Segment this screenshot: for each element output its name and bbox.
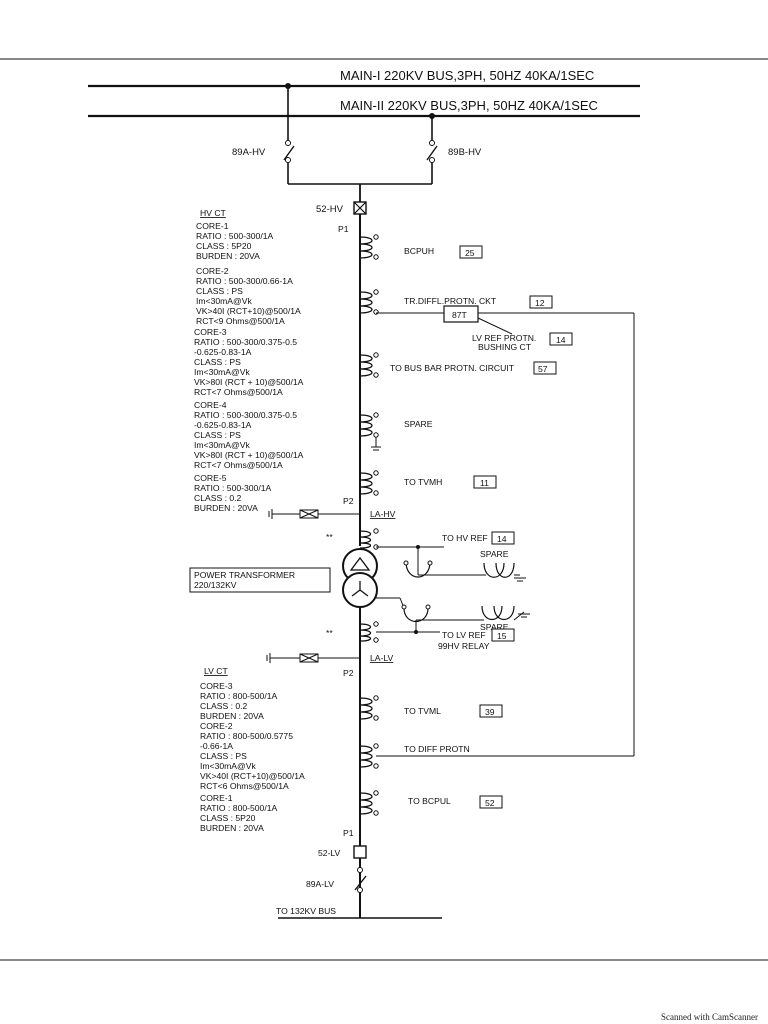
ct-core1-lv-coil — [359, 790, 379, 816]
relay-87t-box — [443, 305, 479, 323]
hv-core2-num: 12 — [535, 298, 545, 308]
lv-ref-node — [414, 630, 418, 634]
lv-ct-title: LV CT — [204, 666, 228, 676]
hv-core1-num: 25 — [465, 248, 475, 258]
la-lv-symbol — [266, 653, 360, 663]
lv-ref-spare-label: SPARE — [480, 622, 509, 632]
main2-bus-label: MAIN-II 220KV BUS,3PH, 50HZ 40KA/1SEC — [340, 98, 598, 113]
p2-marker-hv: P2 — [343, 496, 354, 506]
main1-bus-label: MAIN-I 220KV BUS,3PH, 50HZ 40KA/1SEC — [340, 68, 594, 83]
hv-ref-label: TO HV REF — [442, 533, 488, 543]
breaker-52-hv-label: 52-HV — [316, 204, 344, 215]
hv-core3-num-box — [533, 361, 557, 375]
hv-ref-spare-label: SPARE — [480, 549, 509, 559]
isolator-89a-hv-label: 89A-HV — [232, 147, 266, 158]
lv-core2-text: CORE-2 RATIO : 800-500/0.5775 -0.66-1A C… — [200, 721, 307, 791]
ref-num: 14 — [556, 335, 566, 345]
lv-core1-num-box — [479, 795, 503, 809]
breaker-52-lv-symbol — [353, 845, 367, 859]
hv-ct-title: HV CT — [200, 208, 227, 218]
transformer-label-box — [189, 567, 331, 593]
ct-core1-hv-coil — [359, 234, 379, 260]
la-hv-label: LA-HV — [370, 509, 396, 519]
hv-core4-text: CORE-4 RATIO : 500-300/0.375-0.5 -0.625-… — [194, 400, 305, 470]
la-lv-label: LA-LV — [370, 653, 394, 663]
lv-ref-neutral-ct — [376, 597, 530, 632]
ct-core3-hv-coil — [359, 352, 379, 378]
ref-num-box — [549, 332, 573, 346]
isolator-89b-hv-label: 89B-HV — [448, 147, 482, 158]
isolator-89a-hv-symbol — [283, 140, 295, 163]
breaker-52-hv-symbol — [353, 201, 367, 215]
hv-core2-num-box — [529, 295, 553, 309]
hv-core3-num: 57 — [538, 364, 548, 374]
lv-core2-dest: TO DIFF PROTN — [404, 744, 470, 754]
lv-bushing-ct-coil — [359, 621, 379, 643]
lv-ref-label: TO LV REF — [442, 630, 486, 640]
la-hv-symbol — [268, 509, 360, 519]
hv-ref-neutral-ct — [403, 547, 526, 582]
lv-ref-num-box — [491, 628, 515, 642]
isolator-89a-lv-label: 89A-LV — [306, 879, 334, 889]
lv-core3-num-box — [479, 704, 503, 718]
hv-core5-dest: TO TVMH — [404, 477, 442, 487]
isolator-89b-hv-symbol — [426, 140, 438, 163]
hv-core2-dest: TR.DIFFL.PROTN. CKT — [404, 296, 497, 306]
lv-core1-text: CORE-1 RATIO : 800-500/1A CLASS : 5P20 B… — [200, 793, 279, 833]
bottom-bus-label: TO 132KV BUS — [276, 906, 336, 916]
breaker-52-lv-label: 52-LV — [318, 848, 341, 858]
hv-core5-num-box — [473, 475, 497, 489]
hv-core5-text: CORE-5 RATIO : 500-300/1A CLASS : 0.2 BU… — [194, 473, 273, 513]
p1-marker-hv: P1 — [338, 224, 349, 234]
lv-ref-bushing-text: LV REF PROTN. BUSHING CT — [472, 333, 539, 352]
ref-wire — [477, 317, 513, 335]
hv-core1-num-box — [459, 245, 483, 259]
hv-core2-text: CORE-2 RATIO : 500-300/0.66-1A CLASS : P… — [196, 266, 303, 326]
lv-core3-dest: TO TVML — [404, 706, 441, 716]
ct-core2-hv-coil — [359, 289, 379, 315]
hv-ref-num-box — [491, 531, 515, 545]
hv-core3-text: CORE-3 RATIO : 500-300/0.375-0.5 -0.625-… — [194, 327, 305, 397]
hv-core1-text: CORE-1 RATIO : 500-300/1A CLASS : 5P20 B… — [196, 221, 275, 261]
hv-core1-dest: BCPUH — [404, 246, 434, 256]
isolator-89a-lv-symbol — [354, 867, 367, 893]
lv-core1-dest: TO BCPUL — [408, 796, 451, 806]
scanner-watermark: Scanned with CamScanner — [661, 1012, 758, 1022]
hv-core3-dest: TO BUS BAR PROTN. CIRCUIT — [390, 363, 515, 373]
transformer-label: POWER TRANSFORMER 220/132KV — [194, 570, 297, 590]
ct-core2-lv-coil — [359, 743, 379, 769]
lv-core3-text: CORE-3 RATIO : 800-500/1A CLASS : 0.2 BU… — [200, 681, 279, 721]
lv-relay-label: 99HV RELAY — [438, 641, 490, 651]
lv-core3-num: 39 — [485, 707, 495, 717]
hv-core5-num: 11 — [480, 478, 489, 488]
dots-hv-bushing: ** — [326, 532, 333, 542]
hv-bushing-ct-coil — [359, 528, 379, 550]
p1-marker-lv: P1 — [343, 828, 354, 838]
hv-ref-num: 14 — [497, 534, 507, 544]
lv-core1-num: 52 — [485, 798, 495, 808]
dots-lv-bushing: ** — [326, 628, 333, 638]
p2-marker-lv: P2 — [343, 668, 354, 678]
ct-core4-hv-coil — [359, 412, 381, 451]
ct-core5-hv-coil — [359, 470, 379, 496]
relay-87t-label: 87T — [452, 310, 468, 320]
hv-core4-dest: SPARE — [404, 419, 433, 429]
lv-ref-num: 15 — [497, 631, 507, 641]
power-transformer-symbol — [342, 548, 378, 608]
ct-core3-lv-coil — [359, 695, 379, 721]
